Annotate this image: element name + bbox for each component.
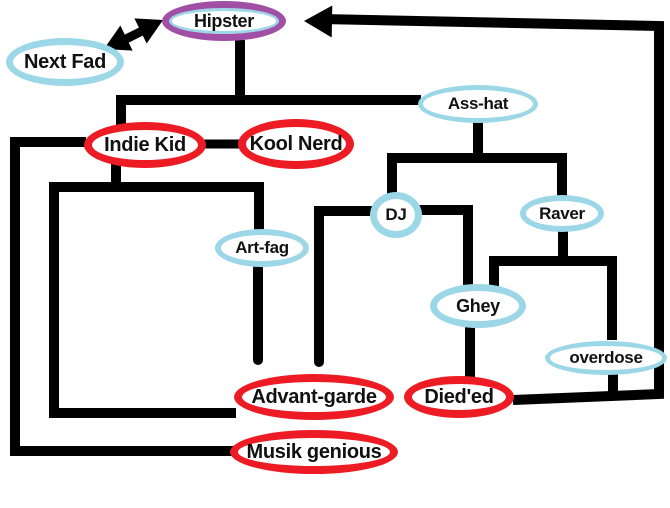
node-indie-kid-label: Indie Kid [104, 133, 186, 156]
node-overdose: overdose [545, 341, 667, 375]
node-musik-genious: Musik genious [230, 430, 398, 474]
edge-raver-children-bracket [489, 256, 617, 340]
node-ghey: Ghey [430, 284, 526, 328]
edge-hipster-to-indie-and-asshat [116, 95, 421, 130]
node-advant-garde-label: Advant-garde [251, 385, 377, 408]
node-ass-hat-label: Ass-hat [447, 94, 509, 113]
node-raver: Raver [520, 195, 604, 232]
double-arrowhead-down-icon [104, 25, 133, 51]
node-indie-kid: Indie Kid [84, 122, 206, 168]
node-raver-label: Raver [539, 203, 585, 223]
node-overdose-label: overdose [569, 348, 643, 367]
node-next-fad-label: Next Fad [23, 50, 107, 73]
edge-dj-to-ghey [416, 205, 473, 290]
node-died-ed-label: Died'ed [424, 385, 494, 408]
edge-indie-to-musik-genious [10, 137, 234, 456]
edge-dj-to-advantgarde [314, 206, 379, 367]
edge-loop-dieded-to-hipster [320, 14, 664, 405]
node-hipster-label: Hipster [194, 10, 254, 31]
node-advant-garde: Advant-garde [234, 374, 394, 420]
double-arrowhead-up-icon [134, 18, 163, 44]
node-dj: DJ [370, 192, 422, 238]
loop-arrowhead-icon [304, 5, 333, 38]
node-ghey-label: Ghey [456, 295, 500, 316]
node-kool-nerd-label: Kool Nerd [249, 132, 343, 155]
node-next-fad: Next Fad [6, 38, 124, 86]
node-art-fag: Art-fag [215, 229, 309, 267]
node-hipster: Hipster [162, 1, 286, 41]
edge-indie-children-bracket [49, 182, 264, 418]
node-kool-nerd: Kool Nerd [238, 119, 354, 169]
node-art-fag-label: Art-fag [235, 238, 289, 257]
node-musik-genious-label: Musik genious [246, 440, 382, 463]
edge-asshat-children-bracket [387, 153, 567, 198]
node-ass-hat: Ass-hat [418, 85, 538, 123]
node-died-ed: Died'ed [404, 376, 514, 418]
node-dj-label: DJ [385, 205, 407, 224]
